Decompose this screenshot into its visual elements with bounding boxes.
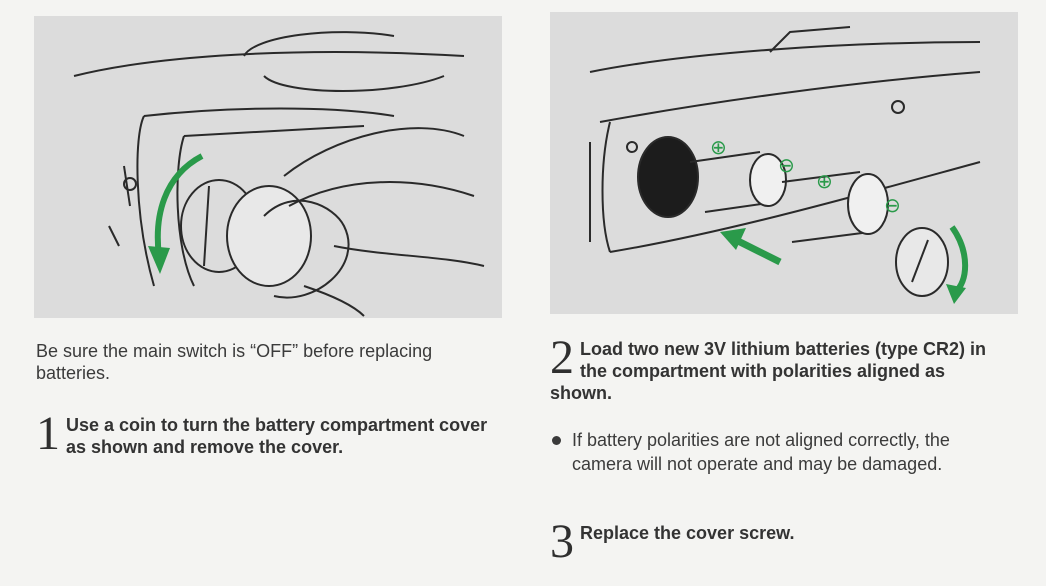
main-switch-note: Be sure the main switch is “OFF” before … (36, 341, 433, 383)
step-1: 1 Use a coin to turn the battery compart… (36, 407, 506, 460)
step-1-number: 1 (36, 407, 60, 460)
polarity-warning: If battery polarities are not aligned co… (552, 428, 1002, 476)
step-3-number: 3 (550, 515, 574, 568)
illustration-load-batteries: ⊕ ⊖ ⊕ ⊖ (550, 12, 1018, 314)
step-2-number: 2 (550, 331, 574, 384)
plus-mark-2: ⊕ (816, 169, 833, 193)
step-2-text: Load two new 3V lithium batteries (type … (550, 339, 987, 403)
polarity-warning-text: If battery polarities are not aligned co… (572, 430, 950, 474)
minus-mark-1: ⊖ (778, 153, 795, 177)
plus-mark-1: ⊕ (710, 135, 727, 159)
step-3-text: Replace the cover screw. (580, 523, 795, 543)
step-2: 2 Load two new 3V lithium batteries (typ… (550, 331, 1010, 404)
minus-mark-2: ⊖ (884, 193, 901, 217)
battery-loading-drawing: ⊕ ⊖ ⊕ ⊖ (589, 26, 981, 304)
illustration-remove-cover (34, 16, 502, 318)
coin-turning-cover-drawing (73, 31, 485, 317)
step-1-text: Use a coin to turn the battery compartme… (66, 415, 488, 457)
step-3: 3 Replace the cover screw. (550, 515, 1010, 568)
bullet-icon (552, 436, 561, 445)
